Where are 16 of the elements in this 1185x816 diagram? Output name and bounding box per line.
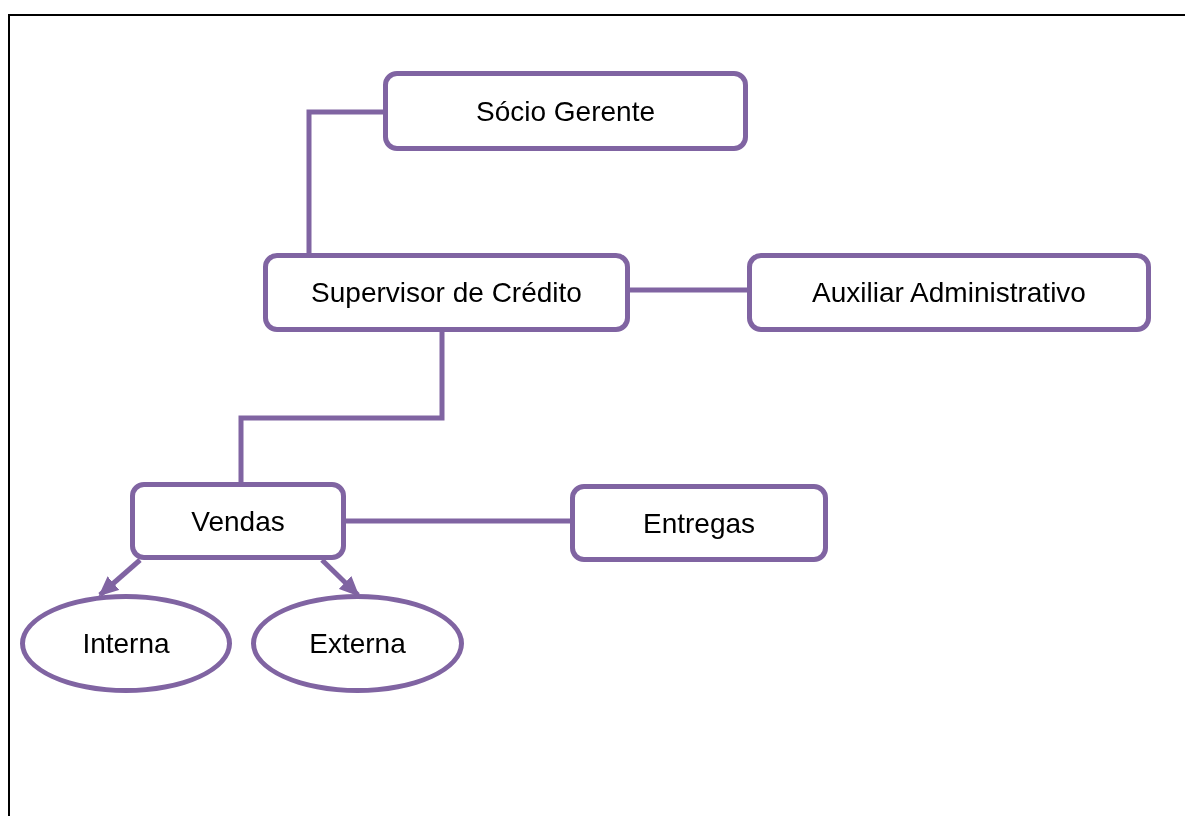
connector-line xyxy=(346,518,570,524)
node-label: Entregas xyxy=(642,506,756,541)
node-label: Externa xyxy=(309,627,406,661)
node-label: Vendas xyxy=(191,504,285,539)
node-label: Interna xyxy=(82,627,170,661)
rounded-box xyxy=(570,484,828,562)
rounded-box xyxy=(263,253,630,332)
connector-line xyxy=(306,109,383,253)
rounded-box xyxy=(747,253,1151,332)
node-label: Supervisor de Crédito xyxy=(311,276,582,310)
connector-line xyxy=(238,332,445,482)
node-label: Auxiliar Administrativo xyxy=(812,276,1086,310)
rounded-box xyxy=(383,71,748,151)
connector-line xyxy=(630,287,747,293)
rounded-box xyxy=(130,482,346,560)
node-label: Sócio Gerente xyxy=(476,94,655,129)
